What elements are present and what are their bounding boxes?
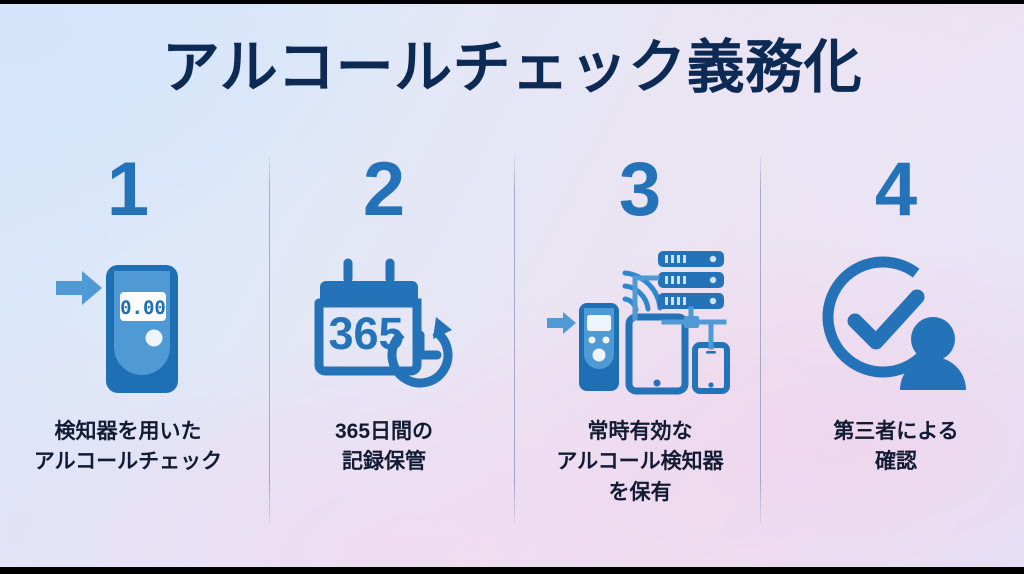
panel-divider-3	[760, 156, 761, 524]
step-icon-4-wrap	[811, 240, 981, 395]
breathalyzer-device-icon: 0.00	[56, 265, 178, 393]
panel-divider-1	[269, 156, 270, 524]
step-number-4: 4	[874, 147, 918, 232]
step-icon-1-wrap: 0.00	[48, 240, 208, 395]
checkmark-icon	[847, 289, 925, 350]
step-panel-2: 2 365	[256, 150, 512, 550]
step-caption-3: 常時有効な アルコール検知器 を保有	[556, 420, 724, 504]
step-number-2: 2	[362, 147, 406, 232]
step-caption-4: 第三者による 確認	[833, 420, 959, 474]
step-panel-3: 3	[512, 150, 768, 550]
letterbox-bar-top	[0, 0, 1024, 4]
calendar-365-history-icon: 365	[314, 258, 453, 388]
check-circle-person-icon	[822, 256, 966, 390]
page-title: アルコールチェック義務化	[161, 35, 863, 100]
server-rack-icon	[658, 251, 724, 309]
step-caption-1: 検知器を用いた アルコールチェック	[33, 420, 223, 474]
step-panel-4: 4 第三者による 確認	[768, 150, 1024, 550]
steps-container: 1 0.00 検知器を用いた アルコールチェック	[0, 150, 1024, 550]
step-panel-1: 1 0.00 検知器を用いた アルコールチェック	[0, 150, 256, 550]
step-icon-2-wrap: 365	[304, 240, 464, 395]
connected-devices-server-icon	[547, 251, 730, 395]
step-number-1: 1	[106, 147, 150, 232]
letterbox-bar-bottom	[0, 567, 1024, 574]
panel-divider-2	[514, 156, 515, 524]
step-number-3: 3	[618, 147, 662, 232]
step-caption-2: 365日間の 記録保管	[334, 420, 434, 474]
step-icon-3-wrap	[545, 240, 735, 395]
breathalyzer-reading: 0.00	[120, 297, 166, 319]
